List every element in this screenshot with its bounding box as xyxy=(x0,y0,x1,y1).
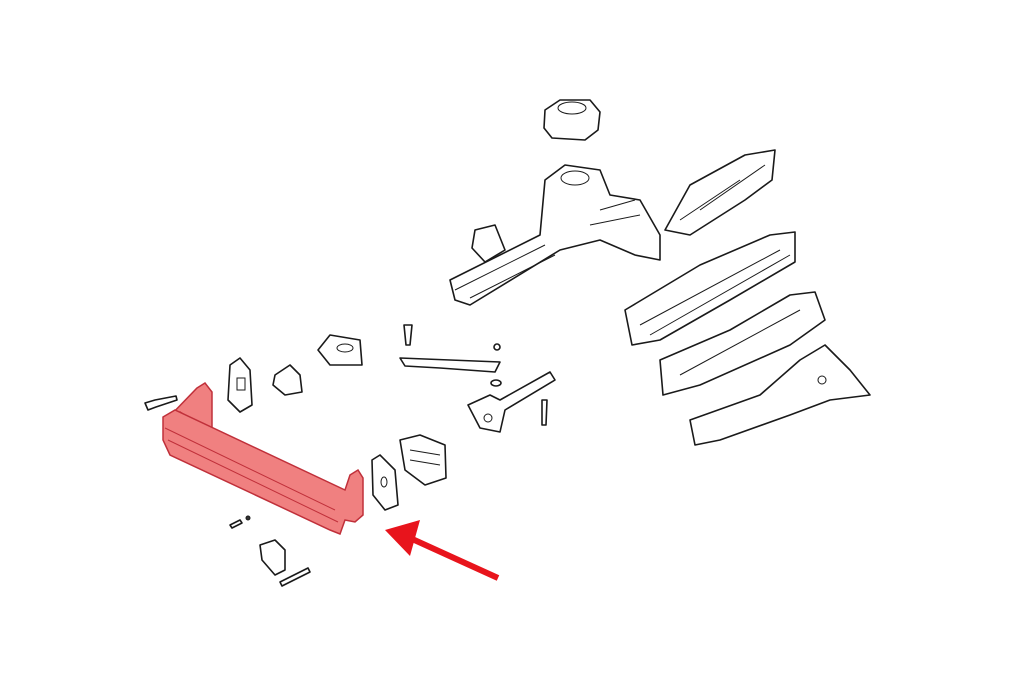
washer xyxy=(490,379,502,387)
crash-box-with-flange xyxy=(467,371,556,433)
side-rail-middle xyxy=(624,231,796,346)
wheelhouse-rail xyxy=(689,344,871,446)
front-side-member-left xyxy=(449,164,661,306)
side-rail-upper xyxy=(664,149,776,236)
nut xyxy=(493,343,501,351)
bolt-left xyxy=(144,395,178,411)
bracket-left xyxy=(272,364,303,396)
mounting-plate-left xyxy=(227,357,253,413)
bumper-reinforcement-beam xyxy=(162,382,364,535)
bolt-upper xyxy=(403,324,413,346)
side-rail-lower xyxy=(659,291,826,396)
sensor-module xyxy=(399,434,447,486)
mounting-plate-right xyxy=(371,454,399,511)
strut-top-mount xyxy=(543,99,601,141)
small-screw xyxy=(229,515,251,529)
bracket-plate xyxy=(317,334,363,366)
pin xyxy=(279,567,311,587)
brace-bar xyxy=(399,357,501,373)
tow-bracket xyxy=(259,539,286,576)
long-bolt xyxy=(541,399,548,426)
highlight-arrow xyxy=(385,520,500,581)
